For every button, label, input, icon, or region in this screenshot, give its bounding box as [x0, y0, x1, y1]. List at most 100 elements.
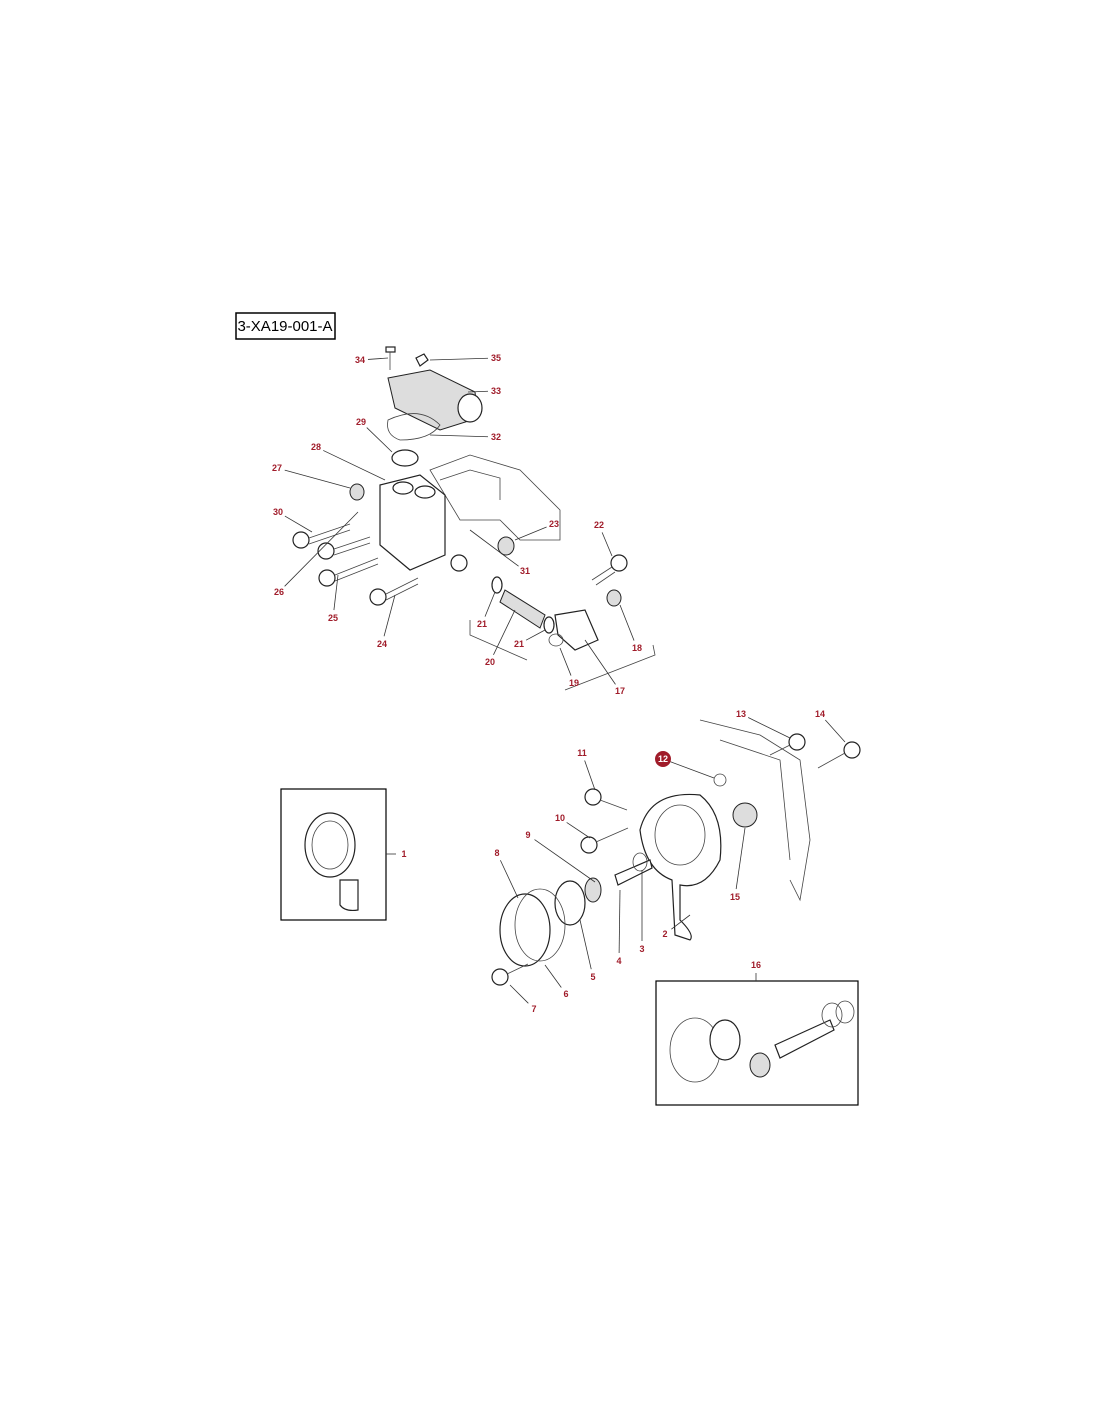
- callout-35: 35: [429, 353, 501, 363]
- leader-line-25: [333, 574, 339, 611]
- leader-line-29: [366, 427, 393, 453]
- leader-line-14: [825, 719, 846, 743]
- leader-line-32: [429, 434, 489, 438]
- callout-6: 6: [544, 964, 569, 999]
- callout-label-4: 4: [616, 956, 621, 966]
- callout-34: 34: [355, 355, 389, 365]
- callout-label-19: 19: [569, 678, 579, 688]
- callout-21a: 21: [477, 591, 496, 629]
- callout-16: 16: [751, 960, 761, 981]
- callout-30: 30: [273, 507, 313, 533]
- leader-line-34: [367, 357, 389, 360]
- callout-label-16: 16: [751, 960, 761, 970]
- callout-25: 25: [328, 574, 339, 623]
- callout-label-26: 26: [274, 587, 284, 597]
- leader-line-13: [748, 717, 791, 739]
- callout-14: 14: [815, 709, 846, 743]
- callout-22: 22: [594, 520, 613, 557]
- callout-label-2: 2: [662, 929, 667, 939]
- leader-line-10: [566, 822, 591, 839]
- callout-label-14: 14: [815, 709, 825, 719]
- callout-label-20: 20: [485, 657, 495, 667]
- callout-18: 18: [619, 604, 642, 653]
- leader-line-11: [584, 760, 596, 791]
- callout-28: 28: [311, 442, 386, 481]
- callout-label-10: 10: [555, 813, 565, 823]
- callout-10: 10: [555, 813, 591, 839]
- leader-line-7: [509, 984, 529, 1004]
- inset-assembled-pump: [280, 788, 387, 921]
- callout-label-28: 28: [311, 442, 321, 452]
- callout-label-5: 5: [590, 972, 595, 982]
- leader-line-27: [284, 469, 351, 489]
- leader-line-18: [619, 604, 635, 641]
- callout-label-8: 8: [494, 848, 499, 858]
- callout-label-6: 6: [563, 989, 568, 999]
- callout-highlight-12: [655, 751, 671, 767]
- leader-line-20: [493, 609, 516, 655]
- callout-label-24: 24: [377, 639, 387, 649]
- callout-20: 20: [485, 609, 516, 667]
- leader-line-33: [467, 390, 489, 393]
- callout-label-7: 7: [531, 1004, 536, 1014]
- callout-12: 12: [655, 751, 715, 779]
- callout-3: 3: [639, 870, 645, 954]
- callout-label-21a: 21: [477, 619, 487, 629]
- callout-13: 13: [736, 709, 791, 739]
- leader-line-31: [469, 529, 519, 567]
- leader-line-17: [584, 639, 616, 685]
- callout-7: 7: [509, 984, 537, 1014]
- leader-line-5: [579, 919, 592, 970]
- callout-24: 24: [377, 594, 396, 649]
- leader-line-15: [735, 827, 746, 890]
- callout-label-1: 1: [401, 849, 406, 859]
- leader-line-4: [618, 889, 621, 954]
- leader-line-12: [670, 761, 715, 779]
- callout-label-34: 34: [355, 355, 365, 365]
- callout-label-18: 18: [632, 643, 642, 653]
- callout-label-9: 9: [525, 830, 530, 840]
- leader-line-6: [544, 964, 562, 988]
- callout-11: 11: [577, 748, 596, 791]
- callout-15: 15: [730, 827, 746, 902]
- callout-33: 33: [467, 386, 501, 396]
- callout-label-23: 23: [549, 519, 559, 529]
- thermostat-housing-assembly: [292, 346, 656, 691]
- leader-line-26: [284, 511, 359, 587]
- callout-label-3: 3: [639, 944, 644, 954]
- leader-line-22: [601, 532, 613, 557]
- callout-label-31: 31: [520, 566, 530, 576]
- water-pump-assembly: [491, 719, 861, 986]
- leader-line-35: [429, 357, 489, 361]
- callout-17: 17: [584, 639, 625, 696]
- leader-line-23: [514, 526, 547, 541]
- callout-2: 2: [662, 914, 691, 939]
- leader-line-8: [500, 860, 519, 899]
- callout-label-11: 11: [577, 748, 587, 758]
- callout-label-15: 15: [730, 892, 740, 902]
- diagram-reference-box: 3-XA19-001-A: [235, 312, 336, 340]
- callout-label-13: 13: [736, 709, 746, 719]
- callout-label-33: 33: [491, 386, 501, 396]
- callout-label-17: 17: [615, 686, 625, 696]
- callout-23: 23: [514, 519, 559, 541]
- diagram-reference-code: 3-XA19-001-A: [237, 318, 332, 335]
- callout-4: 4: [616, 889, 622, 966]
- callout-label-21b: 21: [514, 639, 524, 649]
- leader-line-24: [383, 594, 396, 637]
- callout-label-12: 12: [658, 754, 668, 764]
- leader-line-9: [534, 839, 596, 883]
- leader-line-21a: [484, 591, 496, 617]
- callout-label-35: 35: [491, 353, 501, 363]
- callout-21b: 21: [514, 629, 546, 649]
- callout-27: 27: [272, 463, 351, 489]
- leader-line-19: [559, 647, 572, 676]
- callout-31: 31: [469, 529, 530, 576]
- callout-29: 29: [356, 417, 393, 453]
- callout-label-27: 27: [272, 463, 282, 473]
- leader-line-2: [671, 914, 691, 930]
- callout-8: 8: [494, 848, 519, 899]
- callout-label-32: 32: [491, 432, 501, 442]
